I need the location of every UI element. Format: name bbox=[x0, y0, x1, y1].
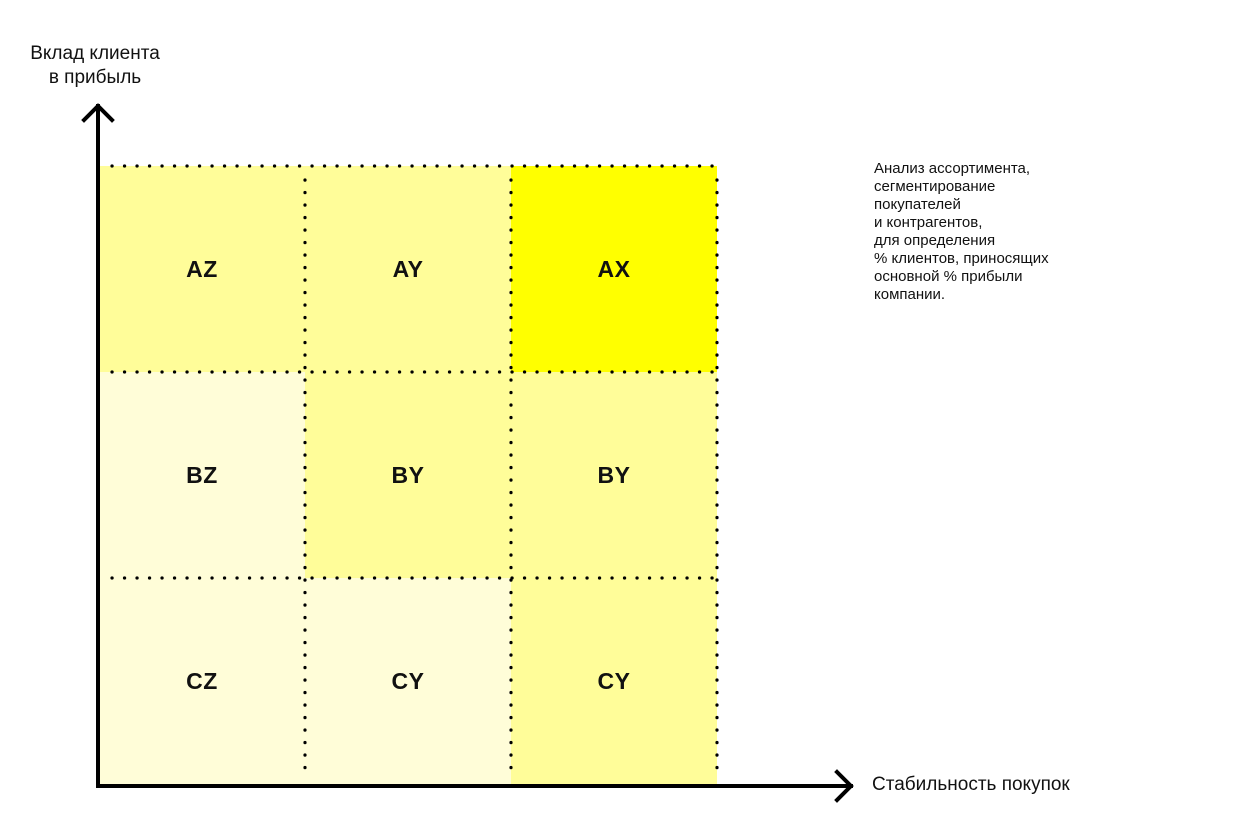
cell-label-ay: AY bbox=[392, 255, 424, 282]
cell-by-right: BY bbox=[511, 372, 717, 578]
cell-cz: CZ bbox=[99, 578, 305, 784]
cell-label-cy-right: CY bbox=[597, 667, 631, 694]
cell-label-by-right: BY bbox=[597, 461, 631, 488]
cell-ay: AY bbox=[305, 166, 511, 372]
cell-label-bz: BZ bbox=[186, 461, 218, 488]
x-axis-title: Стабильность покупок bbox=[872, 774, 1070, 795]
cell-by-middle: BY bbox=[305, 372, 511, 578]
description-text: Анализ ассортимента, сегментирование пок… bbox=[874, 160, 1049, 303]
cell-cy-right: CY bbox=[511, 578, 717, 784]
cell-ax: AX bbox=[511, 166, 717, 372]
cell-label-by-middle: BY bbox=[391, 461, 425, 488]
cell-label-ax: AX bbox=[597, 255, 631, 282]
cell-label-cz: CZ bbox=[186, 667, 218, 694]
axes bbox=[81, 103, 854, 803]
dotted-gridlines bbox=[110, 164, 719, 774]
cell-label-cy-middle: CY bbox=[391, 667, 425, 694]
y-axis-title: Вклад клиента в прибыль bbox=[30, 43, 160, 88]
cell-label-az: AZ bbox=[186, 255, 218, 282]
x-axis-arrowhead bbox=[834, 769, 854, 803]
cell-cy-middle: CY bbox=[305, 578, 511, 784]
cell-az: AZ bbox=[99, 166, 305, 372]
cell-bz: BZ bbox=[99, 372, 305, 578]
y-axis-arrowhead bbox=[81, 103, 115, 123]
